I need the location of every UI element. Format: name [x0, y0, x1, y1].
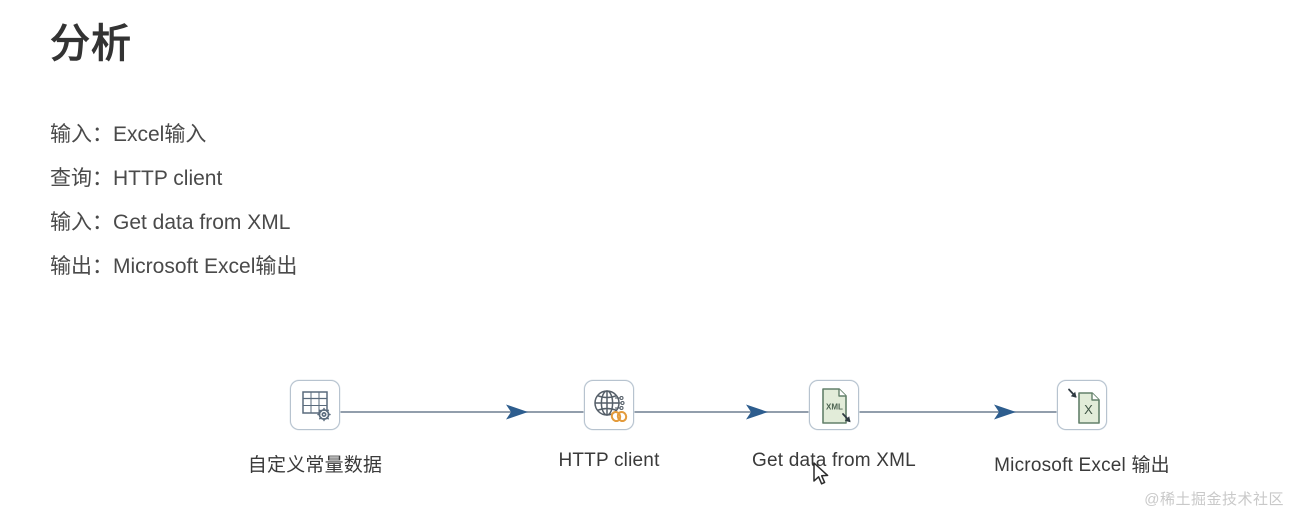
svg-text:X: X — [1084, 402, 1093, 417]
flow-node-label-microsoft-excel-output: Microsoft Excel 输出 — [994, 455, 1170, 476]
xml-document-in-icon: XML — [822, 388, 851, 424]
analysis-line-input-excel: 输入：Excel输入 — [50, 123, 207, 146]
flow-node-label-get-data-from-xml: Get data from XML — [752, 450, 916, 471]
flow-connector-2 — [634, 404, 809, 420]
analysis-line-input-xml: 输入：Get data from XML — [50, 211, 291, 234]
flow-node-http-client[interactable] — [584, 380, 634, 430]
flow-connector-1 — [340, 404, 584, 420]
watermark: @稀土掘金技术社区 — [1144, 491, 1284, 508]
flow-node-custom-constant-data[interactable] — [290, 380, 340, 430]
analysis-line-query-http: 查询：HTTP client — [50, 167, 223, 190]
analysis-line-output-excel: 输出：Microsoft Excel输出 — [50, 255, 298, 278]
table-gear-icon — [302, 391, 331, 422]
analysis-list: 输入：Excel输入 查询：HTTP client 输入：Get data fr… — [50, 113, 670, 289]
page-title: 分析 — [50, 22, 132, 66]
flow-node-microsoft-excel-output[interactable]: X — [1057, 380, 1107, 430]
flow-node-label-http-client: HTTP client — [558, 450, 660, 471]
globe-link-icon — [594, 390, 628, 423]
flow-node-get-data-from-xml[interactable]: XML — [809, 380, 859, 430]
excel-document-out-icon: X — [1068, 388, 1100, 424]
flow-connector-3 — [859, 404, 1057, 420]
flow-diagram: XML X 自定义常量数据 HTTP client Get data from … — [0, 380, 1306, 480]
flow-node-label-custom-constant-data: 自定义常量数据 — [247, 455, 383, 476]
svg-text:XML: XML — [826, 403, 843, 412]
